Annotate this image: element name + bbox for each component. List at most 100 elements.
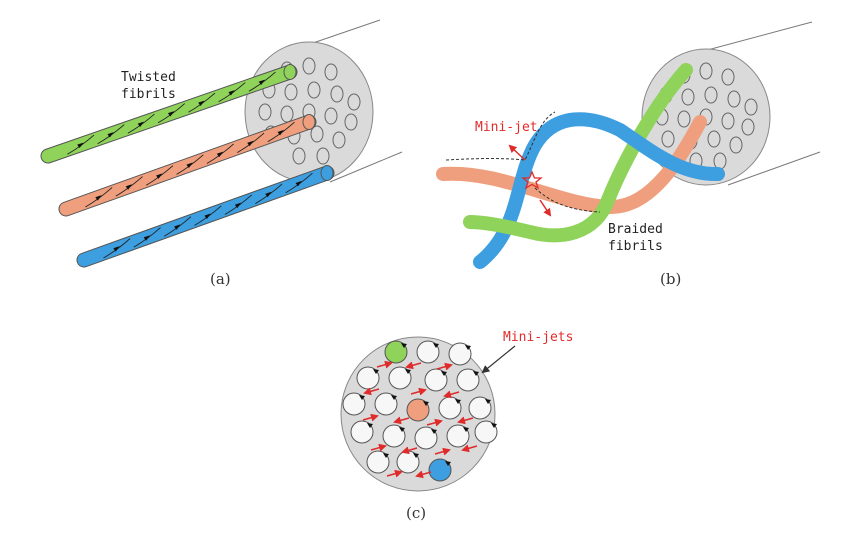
rotation-arrow-icon [463,427,469,432]
braided-fibrils-label-line2: fibrils [608,239,663,254]
tube-b-top-line [699,21,813,53]
twisted-fibrils-label-line1: Twisted [121,70,176,85]
panel-c: Mini-jets (c) [340,330,573,522]
panel-b: Mini-jet Braided fibrils (b) [436,21,821,288]
twist-arrow-icon [216,151,224,158]
fibril-cell-green [384,340,408,364]
mini-jet-label: Mini-jet [475,120,538,135]
rotation-arrow-icon [367,423,373,428]
mini-jet-arrow [376,360,393,369]
rotation-arrow-icon [413,453,419,458]
caption-c: (c) [406,504,426,522]
rotation-arrow-icon [423,401,429,406]
rotation-arrow-icon [491,423,497,428]
tube-a-top-line [309,19,381,45]
mini-jet-arrow [362,413,379,422]
mini-jet-arrow [405,361,422,370]
tube-hole [707,130,721,148]
fibril-cell-blue [428,458,452,482]
mini-jet-arrow [386,469,403,478]
twist-arrow-icon [125,184,133,190]
tube-hole [330,85,344,103]
fibril-cell [468,396,492,420]
twist-arrow-icon [234,202,242,209]
tube-hole [721,68,735,86]
twist-arrow-icon [295,180,302,187]
rotation-arrow-icon [445,461,451,466]
twist-arrow-icon [143,235,151,241]
fibril-cell [366,450,390,474]
tube-hole [744,98,758,116]
mini-jet-arrow [401,446,418,455]
fibril-cell [448,342,472,366]
fibril-cell [342,392,366,416]
rotation-arrow-icon [373,369,379,374]
rotation-arrow-icon [399,427,405,432]
panel-a: Twisted fibrils (a) [40,19,403,288]
fibril-cell [350,420,374,444]
rotation-arrow-icon [391,395,397,400]
rotation-arrow-icon [473,371,479,376]
mini-jet-arrow-down [539,199,552,217]
mini-jet-dashed-lower [534,187,601,213]
tube-hole [741,118,755,136]
tube-hole [324,107,338,125]
twist-arrow-icon [186,162,193,168]
rotation-arrow-icon [465,345,471,350]
mini-jets-label: Mini-jets [503,330,573,345]
tube-hole [727,90,741,108]
rotation-arrow-icon [455,399,461,404]
fibril-cell [414,426,438,450]
fibril-green-end [283,64,297,80]
twisted-fibrils [40,64,335,268]
tube-hole [307,81,321,99]
fibril-cell [416,340,440,364]
twist-arrow-icon [277,129,284,136]
twist-arrow-icon [137,121,145,128]
twist-arrow-icon [95,195,102,201]
twist-arrow-icon [107,132,114,138]
mini-jet-arrow [410,387,427,396]
crossing-star-icon [521,170,543,190]
tube-hole [721,112,735,130]
rotation-arrow-icon [383,453,389,458]
twist-arrow-icon [228,90,235,96]
braided-fibril-green-front [463,193,615,243]
mini-jet-arrow [436,362,453,371]
mini-jet-arrow [363,387,380,396]
twist-arrow-icon [156,173,163,179]
mini-jets-pointer-arrow [481,345,516,374]
tube-hole [704,86,718,104]
mini-jet-arrow-up [508,144,526,161]
braided-fibrils-label-line1: Braided [608,222,663,237]
tube-hole [344,113,358,131]
twist-arrow-icon [113,246,120,252]
fibril-cells [342,340,498,482]
tube-a-holes [258,57,361,165]
mini-jet-dashed-upper [445,111,556,161]
rotation-arrow-icon [433,343,439,348]
twisted-fibrils-label-line2: fibrils [121,87,176,102]
mini-jet-arrow [393,416,410,425]
caption-a: (a) [210,270,231,288]
rotation-arrow-icon [405,369,411,374]
mini-jet-arrow [434,447,451,456]
tube-hole [292,147,306,165]
tube-hole [302,57,316,75]
tube-hole [677,110,691,128]
rotation-arrow-icon [485,399,491,404]
mini-jet-arrow [370,443,387,452]
caption-b: (b) [660,270,681,288]
fibril-cell [456,368,480,392]
tube-a-face [244,41,374,183]
twist-arrow-icon [258,79,266,86]
rotation-arrow-icon [359,395,365,400]
twist-arrow-icon [167,111,175,117]
rotation-arrow-icon [441,371,447,376]
twist-arrow-icon [174,224,181,230]
mini-jet-arrow [443,390,460,399]
fibril-cell-orange [406,398,430,422]
tube-hole [310,125,324,143]
tube-hole [347,93,361,111]
twist-arrow-icon [247,140,254,147]
